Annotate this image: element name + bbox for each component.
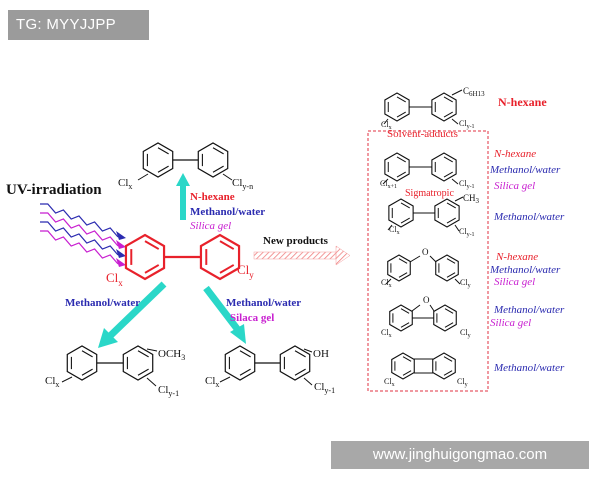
hydroxy-product-structure <box>219 345 313 386</box>
row5-labels: Clx Cly <box>384 377 468 388</box>
ring-right <box>122 345 154 381</box>
top-product-structure <box>137 142 233 181</box>
ring-left <box>384 92 410 122</box>
top-solvent-methanol: Methanol/water <box>190 206 265 218</box>
new-products-label: New products <box>263 235 329 247</box>
ring-left <box>224 345 256 381</box>
hexyl-group-label: C6H13 <box>463 86 485 98</box>
ring-left <box>142 142 174 178</box>
parent-clx-label: Clx <box>106 270 123 288</box>
svg-text:Cly: Cly <box>457 377 468 388</box>
row1-labels: Clx+1 Cly-1 <box>380 179 475 190</box>
uv-irradiation-label: UV-irradiation <box>6 182 102 198</box>
right-solvent-methanol: Methanol/water <box>226 297 301 309</box>
bl-och3-label: OCH3 <box>158 348 185 362</box>
svg-text:Clx: Clx <box>381 278 392 289</box>
ring-right <box>199 233 241 281</box>
row4-solvent-silica: Silica gel <box>490 317 531 329</box>
row3-solvent-nhexane: N-hexane <box>495 251 538 263</box>
row4-solvent-methanol: Methanol/water <box>493 304 565 316</box>
br-clx-label: Clx <box>205 375 219 389</box>
br-oh-label: OH <box>313 348 329 360</box>
solvent-adducts-label: Solvent-adducts <box>387 128 458 140</box>
ring-right <box>431 152 457 182</box>
row1-solvent-silica: Silica gel <box>494 180 535 192</box>
ring-left <box>384 152 410 182</box>
row2-ch3-label: CH3 <box>463 193 480 205</box>
row3-solvent-silica: Silica gel <box>494 276 535 288</box>
arrow-down-right <box>203 285 246 344</box>
ring-left <box>124 233 166 281</box>
new-products-list <box>382 152 464 380</box>
right-solvent-labels: N-hexane Methanol/water Silica gel Metha… <box>489 148 565 374</box>
hexyl-cly-label: Cly-1 <box>459 119 475 130</box>
row3-oxygen-label: O <box>422 247 429 257</box>
row4-oxygen-label: O <box>423 295 430 305</box>
ring-right <box>431 92 457 122</box>
top-solvent-silica: Silica gel <box>190 220 231 232</box>
ring-right <box>279 345 311 381</box>
watermark-bottom-right: www.jinghuigongmao.com <box>331 441 589 469</box>
ring-right <box>433 304 457 332</box>
ring-left <box>388 198 414 228</box>
hexyl-clx-label: Clx <box>381 120 392 131</box>
svg-text:Clx: Clx <box>381 328 392 339</box>
svg-text:Clx+1: Clx+1 <box>380 179 397 190</box>
row1-solvent-methanol: Methanol/water <box>489 164 561 176</box>
row2-labels: Clx Cly-1 <box>389 225 475 238</box>
br-cly-label: Cly-1 <box>314 381 335 395</box>
ring-left <box>389 304 413 332</box>
bl-clx-label: Clx <box>45 375 59 389</box>
ring-right <box>197 142 229 178</box>
row1-solvent-nhexane: N-hexane <box>493 148 536 160</box>
svg-text:Clx: Clx <box>384 377 395 388</box>
top-product-clx: Clx <box>118 177 132 191</box>
row5-solvent-methanol: Methanol/water <box>493 362 565 374</box>
arrow-up <box>176 173 190 220</box>
right-solvent-silica: Silaca gel <box>230 312 274 324</box>
parent-pcb-structure <box>124 233 241 281</box>
svg-text:Cly-1: Cly-1 <box>459 179 475 190</box>
hexyl-adduct-structure <box>383 89 463 125</box>
ring-right <box>434 198 460 228</box>
parent-cly-label: Cly <box>237 262 254 280</box>
uv-wave-arrows <box>40 203 126 267</box>
row2-solvent-methanol: Methanol/water <box>493 211 565 223</box>
arrow-down-left <box>98 281 167 348</box>
svg-text:Cly-1: Cly-1 <box>459 227 475 238</box>
ring-left <box>66 345 98 381</box>
methoxy-product-structure <box>61 345 158 387</box>
top-product-cly: Cly-n <box>232 177 253 191</box>
svg-text:Clx: Clx <box>389 225 400 236</box>
new-products-arrow <box>253 245 351 266</box>
bl-cly-label: Cly-1 <box>158 384 179 398</box>
new-products-box <box>367 130 489 392</box>
top-solvent-nhexane: N-hexane <box>190 191 235 203</box>
right-top-solvent: N-hexane <box>498 95 547 109</box>
left-solvent-methanol: Methanol/water <box>65 297 140 309</box>
svg-text:Cly: Cly <box>460 278 471 289</box>
row3-labels: Clx Cly <box>381 278 471 289</box>
sigmatropic-label: Sigmatropic <box>405 188 454 199</box>
row3-solvent-methanol: Methanol/water <box>489 264 561 276</box>
row4-labels: Clx Cly <box>381 328 471 339</box>
svg-text:Cly: Cly <box>460 328 471 339</box>
watermark-top-left: TG: MYYJJPP <box>8 10 149 40</box>
